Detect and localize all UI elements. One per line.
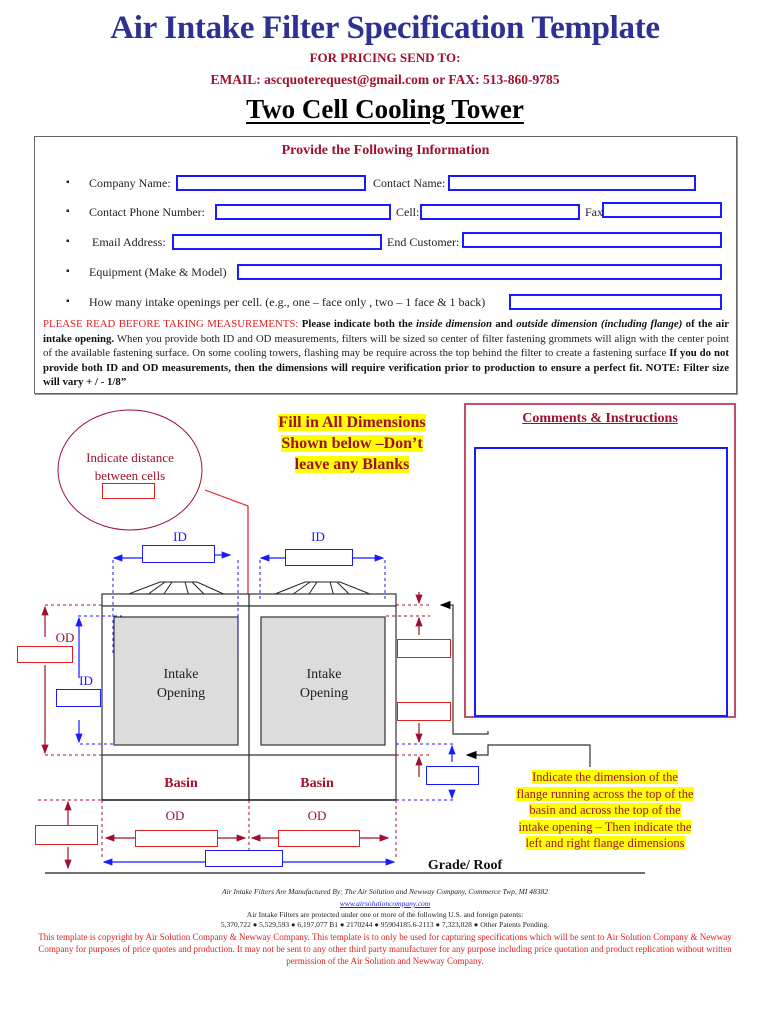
- contact-name-label: Contact Name:: [373, 176, 446, 190]
- bullet-icon: ▪: [66, 236, 70, 247]
- fan-right: [259, 581, 386, 601]
- contact-line: EMAIL: ascquoterequest@gmail.com or FAX:…: [210, 72, 560, 87]
- flange-note-line-5: left and right flange dimensions: [525, 836, 685, 850]
- end-customer-field[interactable]: [462, 232, 722, 248]
- fax-field[interactable]: [602, 202, 722, 218]
- contact-phone-field[interactable]: [215, 204, 391, 220]
- openings-label: How many intake openings per cell. (e.g.…: [89, 295, 486, 309]
- intake-label-right-1: Intake: [307, 667, 342, 682]
- notice-italic-2: outside dimension (including flange): [516, 318, 683, 330]
- right-bottom-flange-field[interactable]: [397, 702, 451, 721]
- template-subtitle: Two Cell Cooling Tower: [246, 94, 524, 124]
- notice-bold-4: If you do not provide both ID and OD mea…: [43, 347, 729, 389]
- side-id-field[interactable]: [56, 689, 101, 707]
- grade-label: Grade/ Roof: [428, 858, 503, 873]
- row-openings: ▪ How many intake openings per cell. (e.…: [35, 292, 736, 312]
- bottom-od-left-field[interactable]: [135, 830, 218, 847]
- basin-label-left: Basin: [164, 776, 198, 791]
- side-od-label: OD: [56, 630, 75, 645]
- intake-opening-left: [113, 616, 239, 746]
- bottom-od-right-field[interactable]: [278, 830, 360, 847]
- cell-label: Cell:: [396, 205, 420, 219]
- callout-text-2: between cells: [95, 468, 165, 483]
- overall-width-field[interactable]: [205, 850, 283, 867]
- flange-note-line-4: intake opening – Then indicate the: [518, 819, 692, 834]
- info-heading: Provide the Following Information: [281, 143, 490, 158]
- side-id-label: ID: [79, 673, 93, 688]
- email-field[interactable]: [172, 234, 382, 250]
- row-email: ▪ Email Address: End Customer:: [35, 232, 736, 252]
- bullet-icon: ▪: [66, 266, 70, 277]
- right-top-flange-field[interactable]: [397, 639, 451, 658]
- bottom-od-label-left: OD: [166, 808, 185, 823]
- bottom-od-label-right: OD: [308, 808, 327, 823]
- intake-label-left-1: Intake: [164, 667, 199, 682]
- top-id-label-right: ID: [311, 529, 325, 544]
- notice-lead: PLEASE READ BEFORE TAKING MEASUREMENTS:: [43, 318, 302, 330]
- email-label: Email Address:: [92, 235, 166, 249]
- notice-body: When you provide both ID and OD measurem…: [43, 332, 729, 360]
- basin-label-right: Basin: [300, 776, 334, 791]
- distance-callout-ellipse: [57, 409, 203, 531]
- website-link[interactable]: www.airsolutioncompany.com: [339, 899, 431, 908]
- bullet-icon: ▪: [66, 206, 70, 217]
- contact-name-field[interactable]: [448, 175, 696, 191]
- copyright-notice: This template is copyright by Air Soluti…: [38, 932, 732, 966]
- notice-bold-3: of the air intake opening.: [43, 318, 729, 345]
- info-section: Provide the Following Information ▪ Comp…: [34, 136, 737, 394]
- fill-banner-line-3: leave any Blanks: [294, 456, 410, 473]
- fax-label: Fax: [585, 205, 603, 219]
- side-od-field[interactable]: [17, 646, 73, 663]
- flange-instruction-note: Indicate the dimension of the flange run…: [500, 769, 710, 852]
- contact-phone-label: Contact Phone Number:: [89, 205, 205, 219]
- basin-flange-field[interactable]: [426, 766, 479, 785]
- callout-text-1: Indicate distance: [86, 450, 174, 465]
- intake-label-left-2: Opening: [157, 686, 205, 701]
- pricing-label: FOR PRICING SEND TO:: [309, 50, 461, 65]
- comments-title: Comments & Instructions: [522, 411, 678, 426]
- flange-note-line-2: flange running across the top of the: [516, 786, 694, 801]
- callout-leader-arrow: [204, 489, 252, 607]
- equipment-label: Equipment (Make & Model): [89, 265, 227, 279]
- intake-label-right-2: Opening: [300, 686, 348, 701]
- fill-banner-line-2: Shown below –Don’t: [281, 435, 423, 452]
- company-name-label: Company Name:: [89, 176, 171, 190]
- fan-left: [112, 581, 238, 601]
- comments-textarea[interactable]: [474, 447, 728, 717]
- top-id-left-field[interactable]: [142, 545, 215, 563]
- page-title: Air Intake Filter Specification Template: [110, 10, 660, 46]
- end-customer-label: End Customer:: [387, 235, 460, 249]
- intake-opening-right: [260, 616, 386, 746]
- cooling-tower-diagram: Indicate distance between cells Intake O…: [38, 409, 645, 874]
- patents-list: 5,370,722 ● 5,529,593 ● 6,197,077 B1 ● 2…: [220, 920, 550, 929]
- comments-panel: Comments & Instructions: [464, 403, 736, 718]
- openings-field[interactable]: [509, 294, 722, 310]
- row-phone: ▪ Contact Phone Number: Cell: Fax: [35, 202, 736, 222]
- notice-bold-2: and: [492, 318, 517, 330]
- cell-field[interactable]: [420, 204, 580, 220]
- notice-bold-1: Please indicate both the: [301, 318, 417, 330]
- fill-banner-line-1: Fill in All Dimensions: [278, 414, 426, 431]
- flange-note-line-3: basin and across the top of the: [529, 803, 681, 817]
- top-id-label-left: ID: [173, 529, 187, 544]
- bullet-icon: ▪: [66, 296, 70, 307]
- manufacturer-line: Air Intake Filters Are Manufactured By: …: [221, 887, 548, 896]
- measurement-notice: PLEASE READ BEFORE TAKING MEASUREMENTS: …: [43, 317, 729, 389]
- patents-intro: Air Intake Filters are protected under o…: [246, 910, 524, 919]
- equipment-field[interactable]: [237, 264, 722, 280]
- bullet-icon: ▪: [66, 177, 70, 188]
- company-name-field[interactable]: [176, 175, 366, 191]
- notice-italic-1: inside dimension: [416, 318, 493, 330]
- row-company: ▪ Company Name: Contact Name:: [35, 173, 736, 193]
- basin-height-field[interactable]: [35, 825, 98, 845]
- row-equipment: ▪ Equipment (Make & Model): [35, 262, 736, 282]
- fill-all-banner: Fill in All Dimensions Shown below –Don’…: [262, 412, 442, 475]
- cell-distance-field[interactable]: [102, 483, 155, 499]
- flange-note-line-1: Indicate the dimension of the: [532, 770, 678, 784]
- top-id-right-field[interactable]: [285, 549, 353, 566]
